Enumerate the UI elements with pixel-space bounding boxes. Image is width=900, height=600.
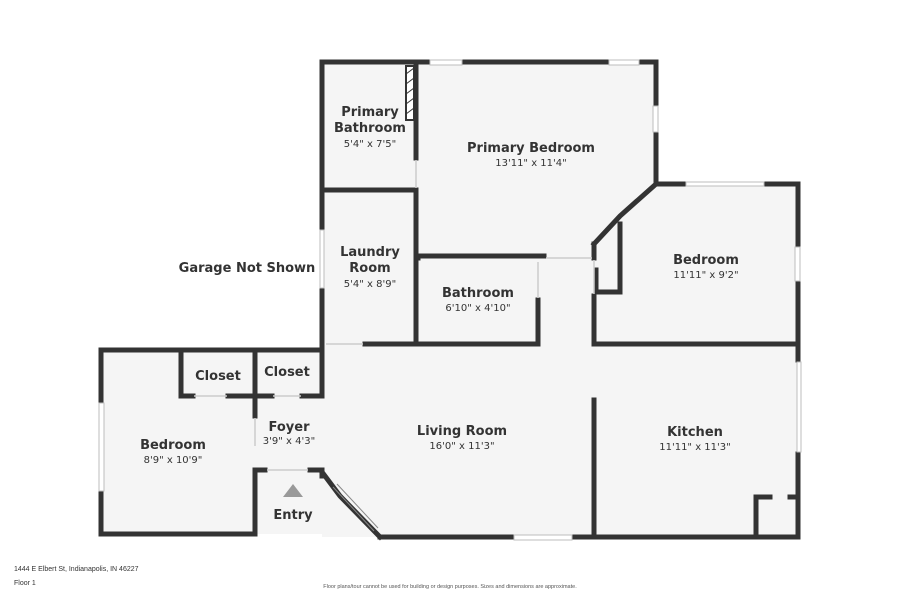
room-name: Closet <box>195 369 241 384</box>
room-bedroom-west: Bedroom 8'9" x 10'9" <box>140 438 206 466</box>
window <box>429 59 463 66</box>
room-dimensions: 16'0" x 11'3" <box>429 441 494 452</box>
entry-label: Entry <box>273 508 313 523</box>
room-dimensions: 6'10" x 4'10" <box>445 303 510 314</box>
room-dimensions: 5'4" x 8'9" <box>344 279 396 290</box>
window <box>652 105 659 133</box>
room-bedroom-east: Bedroom 11'11" x 9'2" <box>673 253 739 281</box>
room-dimensions: 13'11" x 11'4" <box>495 158 567 169</box>
window <box>98 402 105 492</box>
window <box>513 534 573 541</box>
walls <box>98 59 801 541</box>
room-primary-bedroom: Primary Bedroom 13'11" x 11'4" <box>467 141 595 169</box>
disclaimer-text: Floor plans/tour cannot be used for buil… <box>323 584 577 590</box>
room-living-room: Living Room 16'0" x 11'3" <box>417 424 507 452</box>
room-name: Bathroom <box>442 286 514 301</box>
window <box>796 361 802 453</box>
window <box>685 181 765 187</box>
room-kitchen: Kitchen 11'11" x 11'3" <box>659 425 731 453</box>
room-dimensions: 5'4" x 7'5" <box>344 139 396 150</box>
room-laundry: Laundry Room 5'4" x 8'9" <box>340 245 400 290</box>
floor-label: Floor 1 <box>14 580 36 587</box>
room-dimensions: 11'11" x 11'3" <box>659 442 731 453</box>
window <box>608 59 640 66</box>
window <box>319 229 325 289</box>
room-primary-bathroom: Primary Bathroom 5'4" x 7'5" <box>334 105 406 150</box>
room-name: Foyer <box>269 420 311 435</box>
entry-arrow-icon <box>283 484 303 497</box>
room-name: Primary <box>341 105 399 120</box>
room-name: Laundry <box>340 245 400 260</box>
room-dimensions: 8'9" x 10'9" <box>144 455 203 466</box>
room-name: Kitchen <box>667 425 723 440</box>
room-dimensions: 3'9" x 4'3" <box>263 436 315 447</box>
room-closet-1: Closet <box>195 369 241 384</box>
window <box>794 246 801 282</box>
floor-fills <box>101 62 800 537</box>
room-name: Closet <box>264 365 310 380</box>
room-foyer: Foyer 3'9" x 4'3" <box>263 420 315 447</box>
room-bathroom: Bathroom 6'10" x 4'10" <box>442 286 514 314</box>
windows <box>98 59 802 541</box>
room-name: Bedroom <box>140 438 206 453</box>
address-text: 1444 E Elbert St, Indianapolis, IN 46227 <box>14 566 139 573</box>
entry-bay-window <box>332 483 379 532</box>
door-openings <box>194 160 595 471</box>
shower-stall <box>405 65 415 121</box>
room-closet-2: Closet <box>264 365 310 380</box>
room-name: Room <box>349 261 390 276</box>
room-dimensions: 11'11" x 9'2" <box>673 270 738 281</box>
room-name: Bedroom <box>673 253 739 268</box>
room-name: Bathroom <box>334 121 406 136</box>
garage-note: Garage Not Shown <box>179 261 316 276</box>
room-name: Living Room <box>417 424 507 439</box>
room-name: Primary Bedroom <box>467 141 595 156</box>
